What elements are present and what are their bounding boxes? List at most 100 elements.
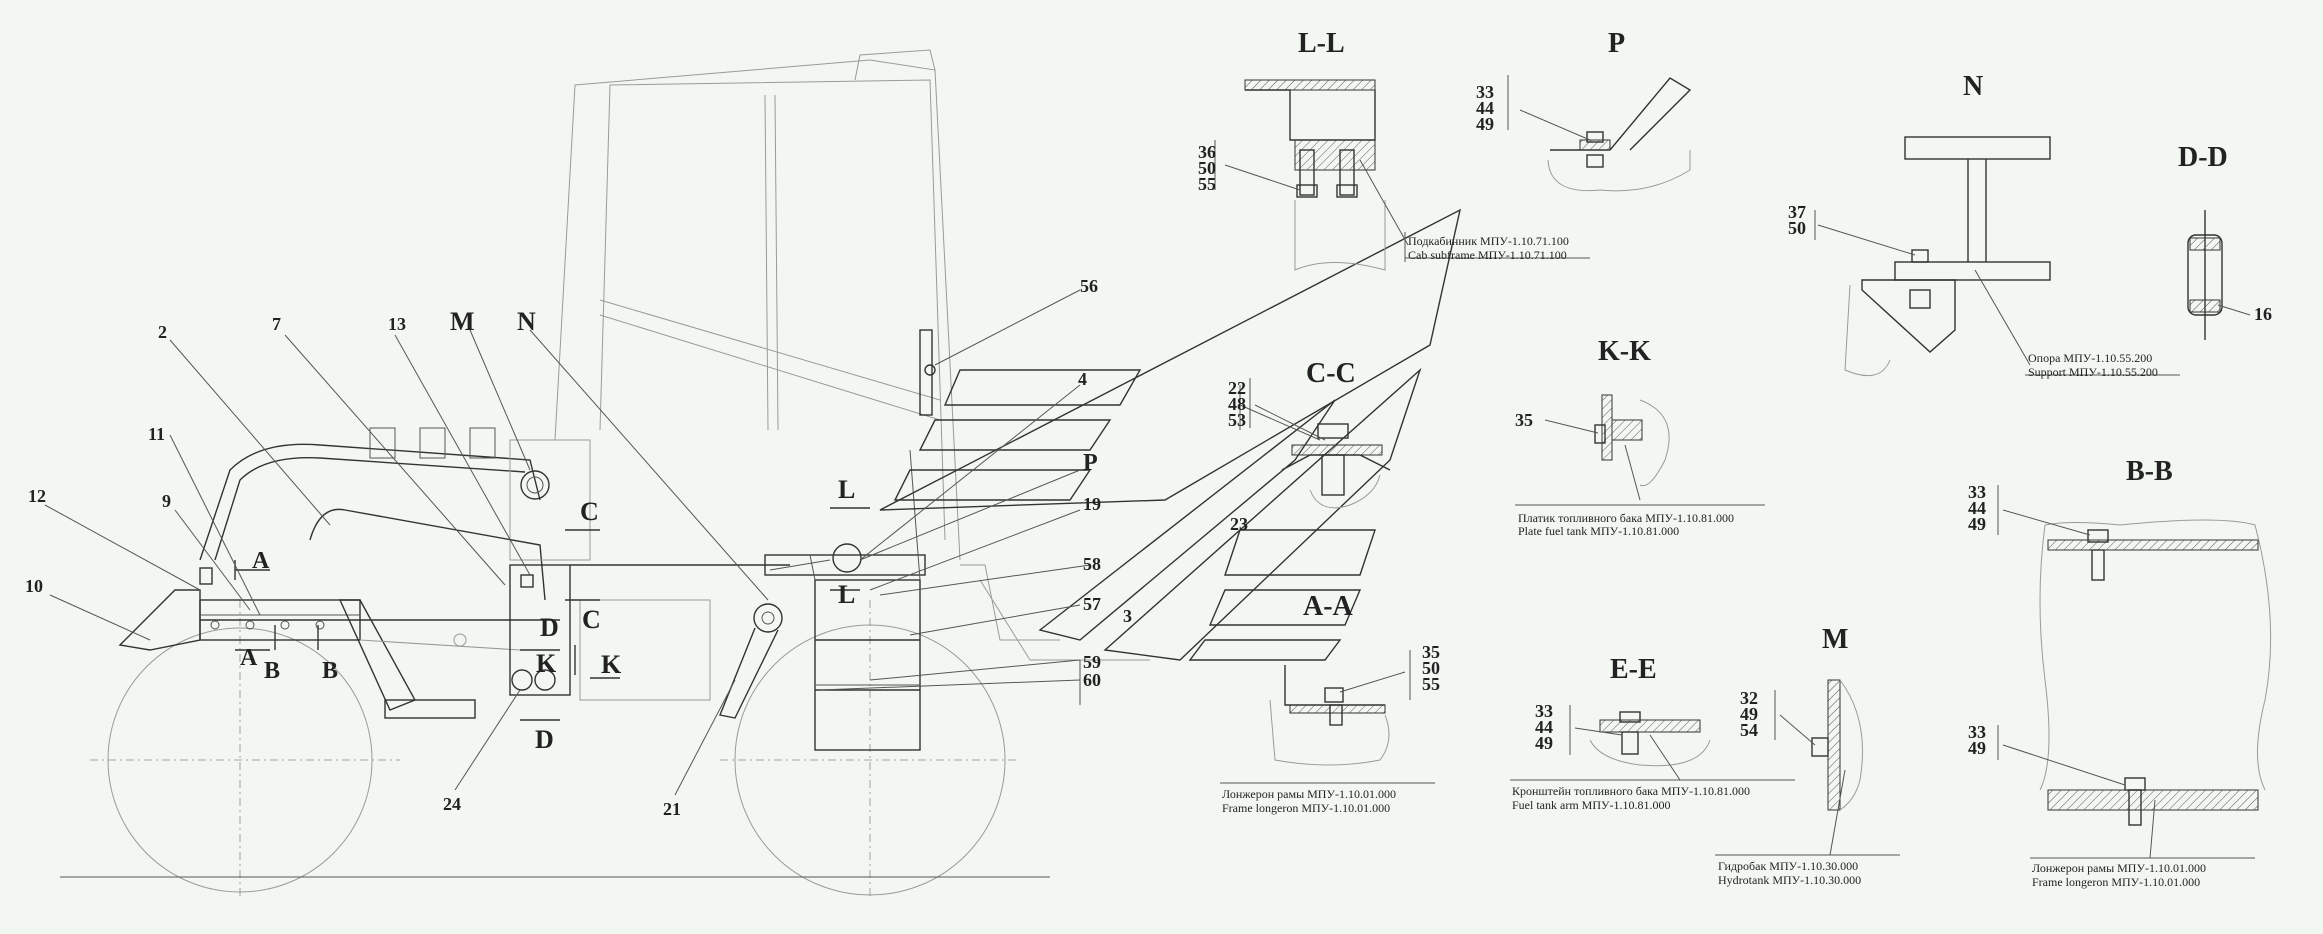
cut-c-top: C xyxy=(580,497,599,526)
aa-caption-en: Frame longeron МПУ-1.10.01.000 xyxy=(1222,801,1390,815)
callout-9: 9 xyxy=(162,491,171,511)
callout-4: 4 xyxy=(1078,369,1087,389)
bb-ref-top-1: 33 xyxy=(1968,482,1986,502)
cut-k-left: K xyxy=(536,649,557,678)
cc-ref-3: 53 xyxy=(1228,410,1246,430)
ee-ref-1: 33 xyxy=(1535,701,1553,721)
bb-ref-bottom-1: 33 xyxy=(1968,722,1986,742)
step-platform xyxy=(879,208,1462,661)
callout-7: 7 xyxy=(272,314,281,334)
ee-caption-en: Fuel tank arm МПУ-1.10.81.000 xyxy=(1512,798,1670,812)
section-markers xyxy=(234,507,870,721)
aa-ref-1: 35 xyxy=(1422,642,1440,662)
callout-58: 58 xyxy=(1083,554,1101,574)
section-d-d-title: D-D xyxy=(2178,142,2228,173)
callout-labels: 2 7 13 M N 11 12 9 10 24 21 56 4 P 19 58… xyxy=(25,276,1248,819)
bb-ref-top-3: 49 xyxy=(1968,514,1986,534)
section-b-b: B-B 33 44 49 33 49 Лонжерон рамы МПУ-1.1… xyxy=(1968,456,2272,889)
aa-ref-2: 50 xyxy=(1422,658,1440,678)
cab xyxy=(554,49,961,561)
callout-10: 10 xyxy=(25,576,43,596)
cc-ref-2: 48 xyxy=(1228,394,1246,414)
n-ref-2: 50 xyxy=(1788,218,1806,238)
access-ladder xyxy=(809,449,921,751)
n-ref-1: 37 xyxy=(1788,202,1806,222)
view-p: P 33 44 49 xyxy=(1476,28,1692,192)
m-ref-3: 54 xyxy=(1740,720,1758,740)
m-ref-1: 32 xyxy=(1740,688,1758,708)
ll-ref-3: 55 xyxy=(1198,174,1216,194)
callout-21: 21 xyxy=(663,799,681,819)
cut-d-bottom: D xyxy=(535,725,554,754)
cut-l-top: L xyxy=(838,475,855,504)
callout-2: 2 xyxy=(158,322,167,342)
lift-linkage xyxy=(719,543,926,719)
section-e-e: E-E 33 44 49 Кронштейн топливного бака М… xyxy=(1510,654,1795,812)
front-frame xyxy=(118,567,560,719)
ee-caption-ru: Кронштейн топливного бака МПУ-1.10.81.00… xyxy=(1512,784,1750,798)
view-n-title: N xyxy=(1963,71,1983,102)
cut-c-bottom: C xyxy=(582,605,601,634)
view-m: M 32 49 54 Гидробак МПУ-1.10.30.000 Hydr… xyxy=(1715,624,1900,887)
dd-ref: 16 xyxy=(2254,304,2272,324)
section-c-c: C-C 22 48 53 xyxy=(1228,358,1391,509)
bb-ref-bottom-2: 49 xyxy=(1968,738,1986,758)
section-a-a: A-A 35 50 55 Лонжерон рамы МПУ-1.10.01.0… xyxy=(1220,591,1440,815)
leader-lines xyxy=(44,289,1321,796)
ll-caption-ru: Подкабинник МПУ-1.10.71.100 xyxy=(1408,234,1569,248)
m-caption-en: Hydrotank МПУ-1.10.30.000 xyxy=(1718,873,1861,887)
cut-l-bottom: L xyxy=(838,580,855,609)
m-ref-2: 49 xyxy=(1740,704,1758,724)
callout-57: 57 xyxy=(1083,594,1101,614)
view-m-title: M xyxy=(1822,624,1848,655)
cc-ref-1: 22 xyxy=(1228,378,1246,398)
cut-d-top: D xyxy=(540,613,559,642)
aa-caption-ru: Лонжерон рамы МПУ-1.10.01.000 xyxy=(1222,787,1396,801)
p-ref-2: 44 xyxy=(1476,98,1494,118)
kk-caption-ru: Платик топливного бака МПУ-1.10.81.000 xyxy=(1518,511,1734,525)
kk-ref: 35 xyxy=(1515,410,1533,430)
ll-ref-1: 36 xyxy=(1198,142,1216,162)
hood xyxy=(199,427,591,601)
callout-59: 59 xyxy=(1083,652,1101,672)
callout-P: P xyxy=(1083,450,1098,476)
ll-caption-en: Cab subframe МПУ-1.10.71.100 xyxy=(1408,248,1567,262)
p-ref-1: 33 xyxy=(1476,82,1494,102)
ll-ref-2: 50 xyxy=(1198,158,1216,178)
section-d-d: D-D 16 xyxy=(2178,142,2272,340)
callout-56: 56 xyxy=(1080,276,1098,296)
n-caption-ru: Опора МПУ-1.10.55.200 xyxy=(2028,351,2152,365)
callout-19: 19 xyxy=(1083,494,1101,514)
section-a-a-title: A-A xyxy=(1303,591,1354,622)
fuel-tank-area xyxy=(509,564,790,701)
cut-k-right: K xyxy=(601,650,622,679)
section-l-l: L-L 36 50 55 Подкабинник МПУ-1.10.71.100… xyxy=(1198,28,1590,271)
callout-23: 23 xyxy=(1230,514,1248,534)
m-caption-ru: Гидробак МПУ-1.10.30.000 xyxy=(1718,859,1858,873)
view-n: N 37 50 Опора МПУ-1.10.55.200 Support МП… xyxy=(1788,71,2180,379)
bb-caption-ru: Лонжерон рамы МПУ-1.10.01.000 xyxy=(2032,861,2206,875)
callout-11: 11 xyxy=(148,424,165,444)
section-c-c-title: C-C xyxy=(1306,358,1356,389)
tractor-side-view: 2 7 13 M N 11 12 9 10 24 21 56 4 P 19 58… xyxy=(25,49,1462,900)
section-e-e-title: E-E xyxy=(1610,654,1657,685)
view-p-title: P xyxy=(1608,28,1625,59)
n-caption-en: Support МПУ-1.10.55.200 xyxy=(2028,365,2158,379)
callout-M: M xyxy=(450,307,475,336)
section-k-k: K-K 35 Платик топливного бака МПУ-1.10.8… xyxy=(1515,336,1765,538)
kk-caption-en: Plate fuel tank МПУ-1.10.81.000 xyxy=(1518,524,1679,538)
callout-12: 12 xyxy=(28,486,46,506)
bb-ref-top-2: 44 xyxy=(1968,498,1986,518)
ee-ref-3: 49 xyxy=(1535,733,1553,753)
callout-60: 60 xyxy=(1083,670,1101,690)
ee-ref-2: 44 xyxy=(1535,717,1553,737)
section-k-k-title: K-K xyxy=(1598,336,1651,367)
callout-3: 3 xyxy=(1123,606,1132,626)
section-b-b-title: B-B xyxy=(2126,456,2173,487)
p-ref-3: 49 xyxy=(1476,114,1494,134)
cut-b-left: B xyxy=(264,658,280,684)
aa-ref-3: 55 xyxy=(1422,674,1440,694)
section-l-l-title: L-L xyxy=(1298,28,1345,59)
